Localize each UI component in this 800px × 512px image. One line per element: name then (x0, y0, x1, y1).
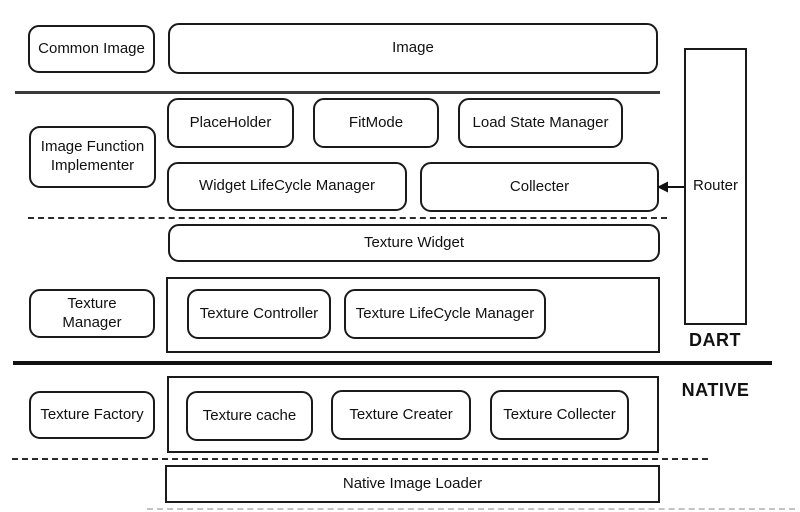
node-texture-cache: Texture cache (186, 391, 313, 441)
node-router: Router (684, 48, 747, 325)
node-common-image: Common Image (28, 25, 155, 73)
node-texture-creater: Texture Creater (331, 390, 471, 440)
node-image-function-implementer: Image Function Implementer (29, 126, 156, 188)
node-texture-factory: Texture Factory (29, 391, 155, 439)
node-native-image-loader: Native Image Loader (165, 465, 660, 503)
arrow-left-icon (657, 181, 684, 193)
divider-solid-top (15, 91, 660, 94)
node-texture-controller: Texture Controller (187, 289, 331, 339)
native-layer-label: NATIVE (681, 379, 750, 400)
dart-layer-label: DART (689, 329, 741, 350)
node-load-state-manager: Load State Manager (458, 98, 623, 148)
node-texture-collecter: Texture Collecter (490, 390, 629, 440)
divider-dashed-lower (12, 458, 708, 460)
node-texture-manager: Texture Manager (29, 289, 155, 338)
node-fitmode: FitMode (313, 98, 439, 148)
node-texture-widget: Texture Widget (168, 224, 660, 262)
node-image: Image (168, 23, 658, 74)
divider-dashed-upper (28, 217, 667, 219)
node-texture-lifecycle-manager: Texture LifeCycle Manager (344, 289, 546, 339)
node-widget-lifecycle-manager: Widget LifeCycle Manager (167, 162, 407, 211)
divider-dart-native (13, 361, 772, 365)
node-placeholder: PlaceHolder (167, 98, 294, 148)
node-collecter: Collecter (420, 162, 659, 212)
divider-dashed-bottom-faint (147, 508, 795, 510)
